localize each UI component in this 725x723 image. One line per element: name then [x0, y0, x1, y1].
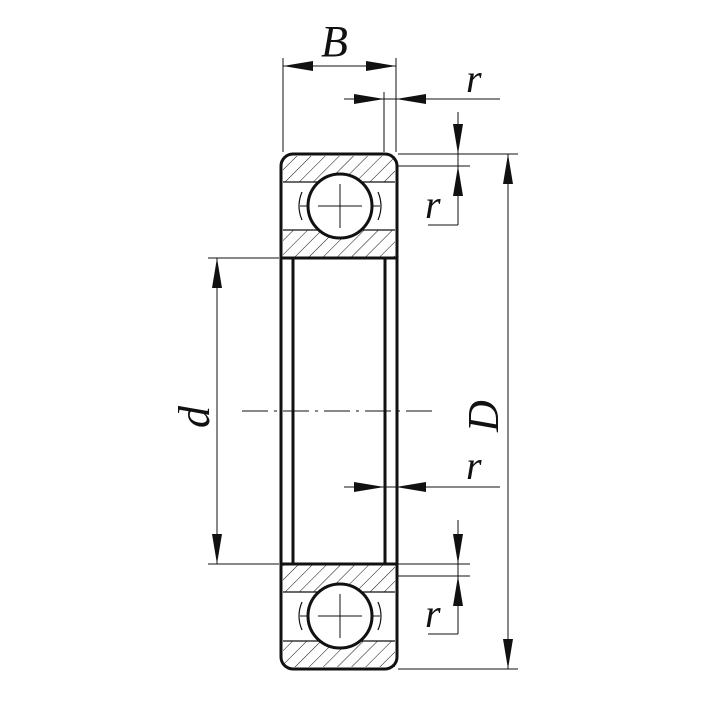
dimension-outer-diameter: D	[398, 153, 518, 670]
radius-top-axial-arrow-left	[354, 94, 384, 104]
radius-top-axial-label: r	[466, 56, 482, 101]
width-arrow-right	[366, 61, 396, 71]
dimension-width: B	[282, 17, 397, 152]
dimension-bore-diameter: d	[170, 257, 279, 565]
radius-top-radial-arrow-down	[453, 124, 463, 154]
radius-bottom-radial-label: r	[425, 591, 441, 636]
outer-arrow-bottom	[503, 639, 513, 669]
width-arrow-left	[283, 61, 313, 71]
radius-inner-arrow-right	[396, 482, 426, 492]
bottom-ball-group	[298, 582, 382, 650]
top-ball-group	[298, 172, 382, 240]
width-label: B	[321, 17, 348, 66]
radius-top-axial-arrow-right	[396, 94, 426, 104]
bore-arrow-top	[212, 258, 222, 288]
dimension-radius-inner: r	[344, 443, 500, 492]
radius-top-radial-arrow-up	[453, 166, 463, 196]
outer-arrow-top	[503, 154, 513, 184]
radius-inner-label: r	[466, 443, 482, 488]
bore-arrow-bottom	[212, 534, 222, 564]
top-cage-left	[298, 191, 303, 221]
radius-bottom-radial-arrow-up	[453, 576, 463, 606]
dimension-radius-top-axial: r	[344, 56, 500, 152]
bottom-cage-right	[377, 601, 382, 631]
radius-top-radial-label: r	[425, 182, 441, 227]
outer-label: D	[459, 400, 508, 433]
bore-label: d	[170, 405, 219, 428]
bottom-cage-left	[298, 601, 303, 631]
radius-bottom-radial-arrow-down	[453, 534, 463, 564]
top-cage-right	[377, 191, 382, 221]
dimension-radius-bottom-radial: r	[398, 520, 470, 636]
dimension-radius-top-radial: r	[398, 112, 470, 227]
radius-inner-arrow-left	[354, 482, 384, 492]
